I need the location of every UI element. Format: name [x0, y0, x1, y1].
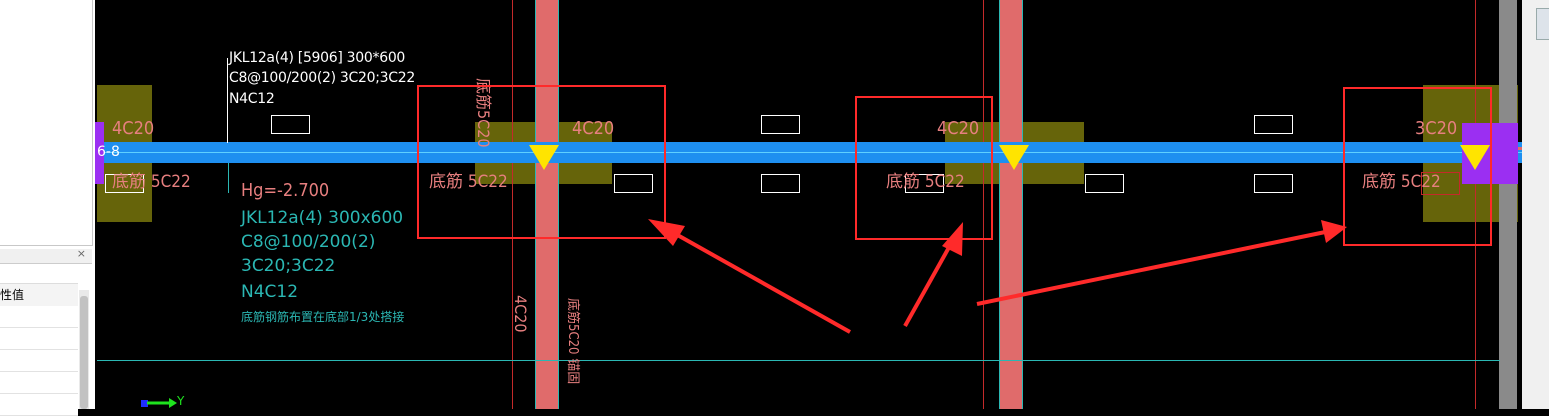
- axis-line: [983, 0, 984, 409]
- property-row[interactable]: [0, 350, 78, 372]
- end-block: [95, 122, 104, 184]
- elevation-label: Hg=-2.700: [241, 180, 330, 201]
- highlight-box: [1343, 87, 1492, 246]
- property-row[interactable]: [0, 372, 78, 394]
- highlight-box: [417, 85, 666, 239]
- column: [536, 0, 558, 409]
- opening-mark: [614, 174, 653, 193]
- leader-line: [228, 163, 229, 193]
- column: [1000, 0, 1022, 409]
- beam-label-line1: JKL12a(4) [5906] 300*600: [229, 50, 406, 66]
- segment-id: 6-8: [97, 144, 120, 160]
- axis-line: [1475, 0, 1476, 409]
- top-rebar-label: 4C20: [112, 118, 155, 139]
- span-note: 底筋钢筋布置在底部1/3处搭接: [241, 310, 405, 324]
- top-rebar-label: 4C20: [937, 118, 980, 139]
- leader-line: [227, 58, 228, 143]
- property-value-column-header: 性值: [0, 283, 78, 307]
- opening-mark: [1254, 115, 1293, 134]
- top-rebar-label: 3C20: [1415, 118, 1458, 139]
- beam-label-line3: N4C12: [229, 91, 275, 107]
- right-toolbar: [1522, 0, 1549, 409]
- beam-label-line2: C8@100/200(2) 3C20;3C22: [229, 70, 415, 86]
- opening-mark: [105, 174, 144, 193]
- axis-line: [512, 0, 513, 409]
- bottom-rebar-label: 底筋 5C22: [886, 172, 965, 192]
- opening-mark: [761, 115, 800, 134]
- grid-line: [535, 0, 536, 409]
- support-marker-icon[interactable]: [528, 143, 560, 171]
- opening-mark: [761, 174, 800, 193]
- property-row[interactable]: [0, 328, 78, 350]
- opening-mark: [271, 115, 310, 134]
- opening-mark: [1421, 172, 1460, 195]
- opening-mark: [1254, 174, 1293, 193]
- axis-label: Y: [177, 394, 185, 408]
- highlight-box: [855, 96, 993, 240]
- opening-mark: [1085, 174, 1124, 193]
- property-panel: × 性值: [0, 0, 95, 416]
- axis-indicator-icon: [141, 398, 177, 408]
- close-icon[interactable]: ×: [76, 247, 86, 260]
- span-side-rebar: N4C12: [241, 282, 299, 302]
- cad-canvas[interactable]: 6-8 JKL12a(4) [5906] 300*600 C8@100/200(…: [95, 0, 1549, 409]
- toolbar-button[interactable]: [1536, 8, 1549, 40]
- support-marker-icon[interactable]: [998, 143, 1030, 171]
- bottom-rebar-label: 底筋 5C22: [429, 172, 508, 192]
- span-stirrup: C8@100/200(2): [241, 232, 376, 252]
- arrow-annotation-icon: [648, 219, 1347, 334]
- span-main-rebar: 3C20;3C22: [241, 256, 336, 276]
- properties-header: ×: [0, 247, 92, 264]
- grid-line: [97, 360, 1500, 361]
- support-marker-icon[interactable]: [1459, 143, 1491, 171]
- grid-line: [999, 0, 1000, 409]
- property-row[interactable]: [0, 306, 78, 328]
- span-name: JKL12a(4) 300x600: [241, 208, 404, 228]
- panel-tree-area: [0, 0, 93, 246]
- top-rebar-label: 4C20: [572, 118, 615, 139]
- beam-centerline: [95, 152, 1549, 153]
- opening-mark: [905, 174, 944, 193]
- scrollbar-thumb[interactable]: [80, 296, 88, 409]
- bottom-rebar-label: 底筋 5C22: [112, 172, 191, 192]
- property-row[interactable]: [0, 394, 78, 416]
- grid-line: [1022, 0, 1023, 409]
- bottom-rebar-label: 底筋 5C22: [1362, 172, 1441, 192]
- column-edge: [1499, 0, 1517, 409]
- grid-line: [558, 0, 559, 409]
